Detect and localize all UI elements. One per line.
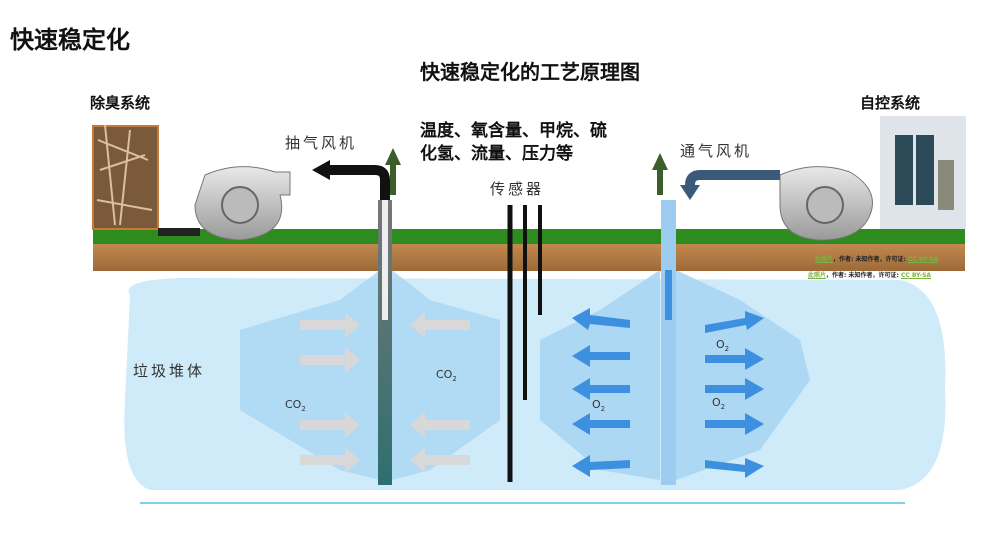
deodor-system-label: 除臭系统 bbox=[90, 94, 151, 112]
sensor-params-line2: 化氢、流量、压力等 bbox=[420, 144, 573, 164]
slide-title: 快速稳定化 bbox=[10, 26, 130, 54]
aeration-fan-label: 通气风机 bbox=[680, 142, 753, 160]
sensor-parameters: 温度、氧含量、甲烷、硫 化氢、流量、压力等 bbox=[420, 120, 607, 166]
co2-label: CO2 bbox=[285, 398, 306, 413]
sensor-params-line1: 温度、氧含量、甲烷、硫 bbox=[420, 121, 607, 141]
co2-label: CO2 bbox=[436, 368, 457, 383]
credit-text: ，作者: 未知作者，许可证: bbox=[826, 272, 901, 279]
credit-link[interactable]: 此照片 bbox=[808, 272, 827, 279]
o2-label: O2 bbox=[712, 396, 725, 411]
grass-layer bbox=[93, 229, 965, 244]
image-credit: 此照片，作者: 未知作者，许可证: CC BY-SA bbox=[808, 270, 931, 279]
gas-text: O bbox=[712, 396, 721, 409]
o2-flow-arrows bbox=[572, 308, 764, 478]
exhaust-arrow bbox=[330, 165, 390, 200]
waste-pile-label: 垃圾堆体 bbox=[133, 362, 206, 380]
license-link[interactable]: CC BY-SA bbox=[908, 256, 939, 263]
co2-flow-arrows bbox=[300, 312, 470, 473]
aeration-arrow bbox=[685, 170, 780, 186]
gas-text: O bbox=[592, 398, 601, 411]
gas-sub: 2 bbox=[301, 405, 306, 414]
gas-text: O bbox=[716, 338, 725, 351]
gas-sub: 2 bbox=[720, 403, 726, 412]
gas-sub: 2 bbox=[600, 405, 606, 414]
sensor-label: 传感器 bbox=[490, 180, 545, 198]
aeration-pipe bbox=[661, 200, 676, 485]
soil-layer bbox=[93, 243, 965, 271]
credit-text: ，作者: 未知作者，许可证: bbox=[833, 256, 908, 263]
gas-text: CO bbox=[436, 368, 453, 381]
aeration-up-arrow bbox=[652, 153, 668, 195]
image-credit: 此照片，作者: 未知作者，许可证: CC BY-SA bbox=[815, 254, 938, 263]
license-link[interactable]: CC BY-SA bbox=[901, 272, 932, 279]
credit-link[interactable]: 此照片 bbox=[815, 256, 834, 263]
exhaust-up-arrow bbox=[385, 148, 401, 195]
o2-label: O2 bbox=[716, 338, 729, 353]
gas-text: CO bbox=[285, 398, 302, 411]
auto-control-label: 自控系统 bbox=[860, 94, 921, 112]
gas-sub: 2 bbox=[452, 375, 457, 384]
diagram-title: 快速稳定化的工艺原理图 bbox=[420, 60, 640, 84]
exhaust-fan-label: 抽气风机 bbox=[285, 134, 358, 152]
gas-sub: 2 bbox=[724, 345, 730, 354]
o2-label: O2 bbox=[592, 398, 605, 413]
exhaust-pipe bbox=[378, 200, 392, 485]
